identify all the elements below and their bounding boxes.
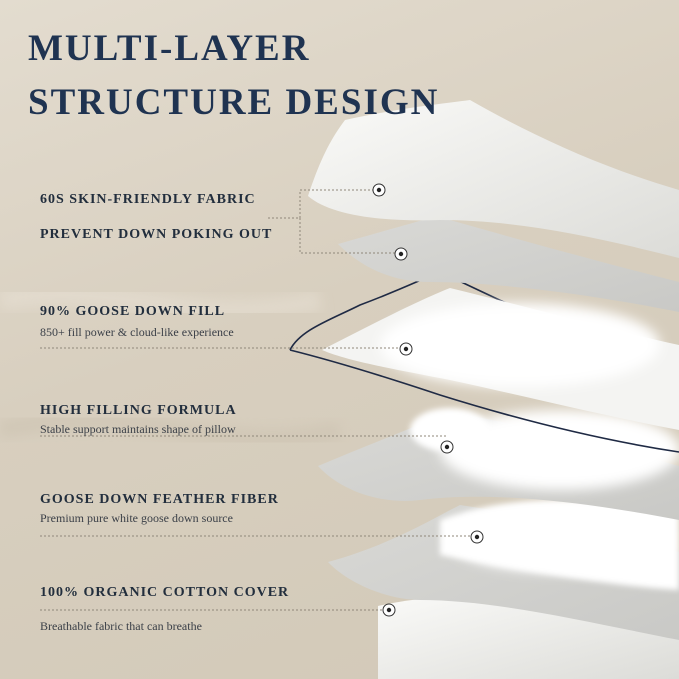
layer-5-title: GOOSE DOWN FEATHER FIBER [40, 492, 279, 507]
down-cloud [380, 303, 660, 387]
layer-6-title: 100% ORGANIC COTTON COVER [40, 585, 290, 600]
layer-4-title: HIGH FILLING FORMULA [40, 403, 237, 418]
leader-lines [40, 189, 477, 611]
feather-fiber-cloud [450, 508, 670, 572]
layer-5-subtitle: Premium pure white goose down source [40, 511, 233, 525]
layer-6-subtitle: Breathable fabric that can breathe [40, 619, 202, 633]
heading-line-1: MULTI-LAYER [28, 28, 311, 69]
heading-line-2: STRUCTURE DESIGN [28, 82, 440, 123]
layer-3-subtitle: 850+ fill power & cloud-like experience [40, 325, 234, 339]
marker-dots [372, 183, 484, 617]
background-fold [0, 412, 343, 448]
feather-cluster [440, 410, 679, 490]
feather-cluster [410, 408, 490, 452]
top-fabric-layer [308, 100, 679, 258]
background-fold [0, 284, 323, 321]
layer-4-subtitle: Stable support maintains shape of pillow [40, 422, 236, 436]
layer-2-title: PREVENT DOWN POKING OUT [40, 227, 273, 242]
grey-layer-2 [338, 216, 679, 312]
layer-1-title: 60S SKIN-FRIENDLY FABRIC [40, 192, 256, 207]
layer-3-title: 90% GOOSE DOWN FILL [40, 304, 226, 319]
